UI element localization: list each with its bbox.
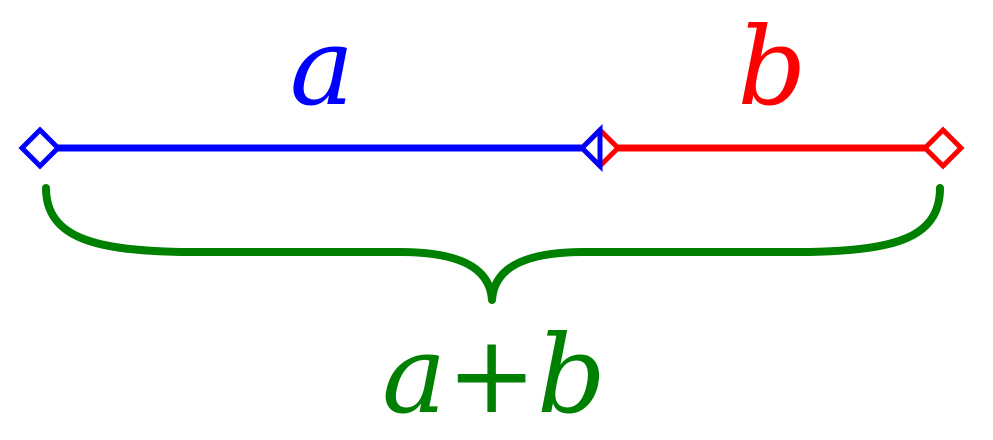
endpoint-right-marker	[921, 126, 965, 170]
endpoint-middle-marker-left-half	[578, 123, 603, 173]
sum-brace	[42, 184, 944, 304]
sum-label: a+b	[382, 313, 606, 438]
segment-a-label: a	[290, 5, 354, 130]
segment-b-label: b	[737, 5, 806, 130]
endpoint-left-marker	[18, 126, 62, 170]
